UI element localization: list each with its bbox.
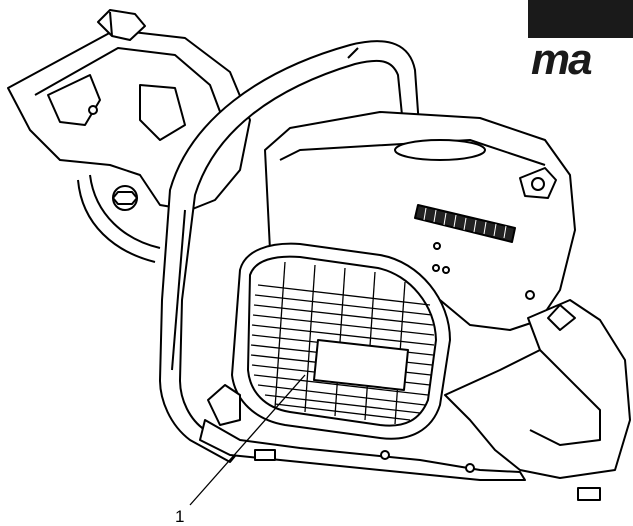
callout-1: 1 (175, 374, 306, 526)
callout-number: 1 (175, 507, 184, 526)
base-plate (199, 384, 601, 501)
filter-cover (231, 242, 451, 440)
logo-text: ma (531, 35, 592, 84)
rear-handle (444, 299, 631, 479)
corner-logo: ma (528, 0, 633, 84)
leader-line (189, 374, 306, 506)
